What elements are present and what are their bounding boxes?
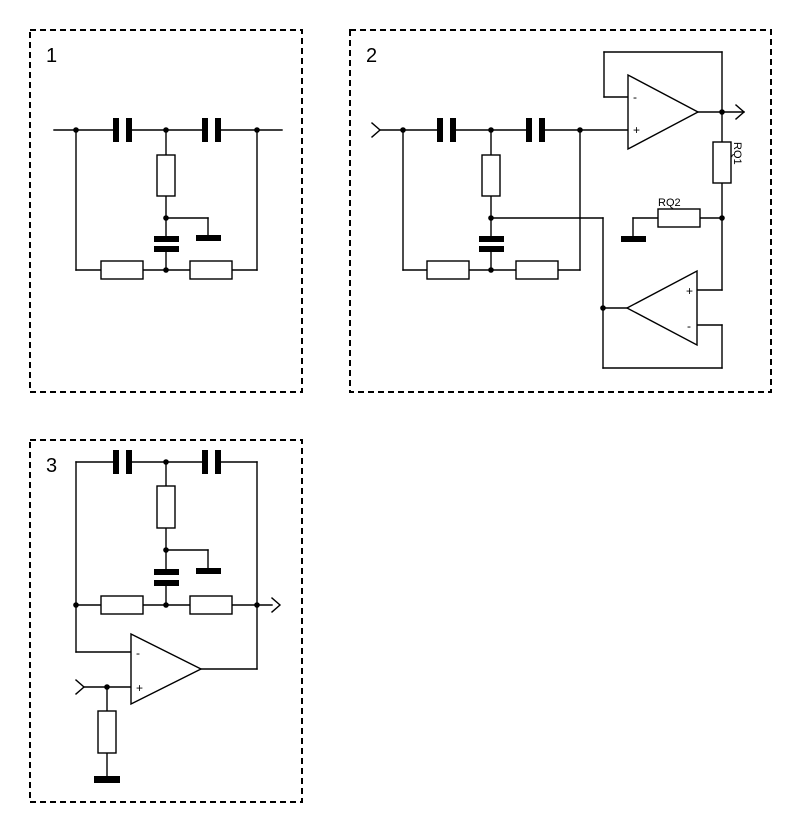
panel-2: 2 — [349, 29, 772, 393]
panel-2-opamp-upper: - + — [627, 73, 700, 151]
panel-3-capacitor-shunt — [154, 569, 179, 586]
panel-1-resistor-right — [189, 260, 233, 280]
panel-1-capacitor-shunt — [154, 236, 179, 252]
panel-3-resistor-left — [100, 595, 144, 615]
panel-3-resistor-shunt — [156, 485, 176, 529]
panel-3-wires — [75, 461, 273, 777]
panel-2-capacitor-shunt — [479, 236, 504, 252]
panel-2-rq2-label: RQ2 — [658, 197, 681, 209]
panel-2-resistor-rq1 — [712, 141, 732, 184]
panel-1-resistor-left — [100, 260, 144, 280]
panel-2-opamp-lower-plus-sign: + — [686, 284, 693, 298]
panel-2-opamp-upper-minus-sign: - — [633, 90, 637, 104]
panel-2-resistor-right — [515, 260, 559, 280]
panel-3-resistor-input — [97, 710, 117, 754]
panel-3-resistor-right — [189, 595, 233, 615]
panel-2-input-arrow-icon — [371, 122, 382, 138]
panel-2-capacitor-c1 — [437, 118, 456, 142]
panel-3-input-ground-icon — [94, 776, 120, 783]
panel-1-ground-icon — [196, 235, 221, 241]
panel-3-opamp: - + — [130, 632, 203, 706]
panel-3-output-arrow-icon — [271, 597, 282, 613]
panel-2-frame — [349, 29, 772, 393]
panel-2-opamp-lower-minus-sign: - — [687, 319, 691, 333]
panel-2-rq1-label: RQ1 — [731, 142, 743, 165]
panel-2-opamp-lower: + - — [625, 269, 698, 347]
panel-1-junctions — [73, 127, 260, 273]
panel-1-resistor-shunt — [156, 154, 176, 197]
panel-3-frame — [29, 439, 303, 803]
panel-3-input-arrow-icon — [75, 679, 86, 695]
panel-3-capacitor-c1 — [113, 450, 132, 474]
panel-2-number: 2 — [366, 45, 377, 67]
panel-3-number: 3 — [46, 455, 57, 477]
panel-3-junctions — [73, 459, 260, 690]
panel-2-capacitor-c2 — [526, 118, 545, 142]
panel-3-capacitor-c2 — [202, 450, 221, 474]
panel-2-resistor-shunt — [481, 154, 501, 197]
panel-2-ground-icon — [621, 236, 646, 242]
panel-1: 1 — [29, 29, 303, 393]
panel-3-ground-icon — [196, 568, 221, 574]
panel-1-capacitor-c2 — [202, 118, 221, 142]
panel-2-resistor-rq2 — [657, 208, 701, 228]
panel-2-junctions — [400, 109, 725, 311]
panel-1-frame — [29, 29, 303, 393]
panel-3-opamp-plus-sign: + — [136, 681, 143, 695]
panel-3-opamp-minus-sign: - — [136, 646, 140, 660]
panel-2-resistor-left — [426, 260, 470, 280]
panel-2-opamp-upper-plus-sign: + — [633, 123, 640, 137]
panel-1-number: 1 — [46, 45, 57, 67]
panel-1-capacitor-c1 — [113, 118, 132, 142]
panel-2-output-arrow-icon — [735, 104, 746, 120]
panel-3: 3 — [29, 439, 303, 803]
